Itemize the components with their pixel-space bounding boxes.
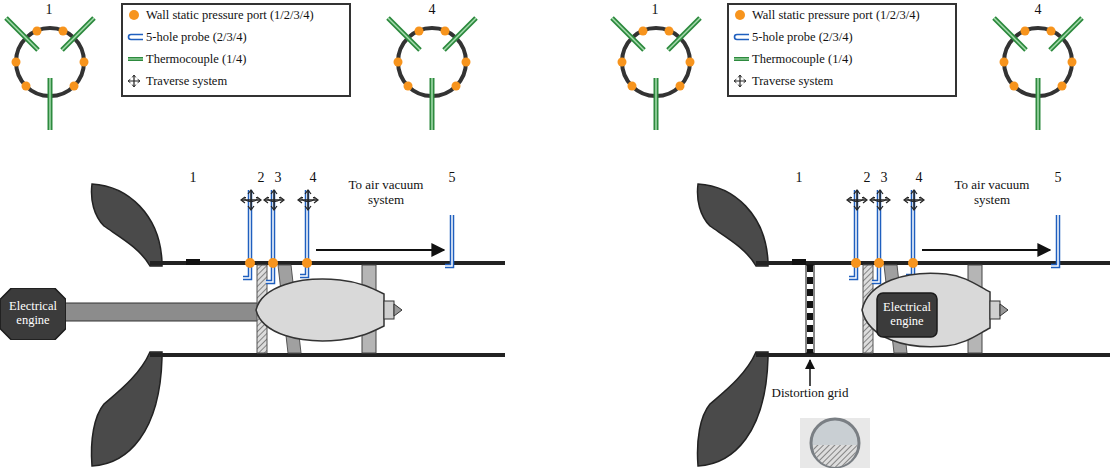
legend-entry: Thermocouple (1/4) — [124, 50, 246, 68]
station-number: 3 — [268, 170, 288, 186]
station-number: 4 — [909, 170, 929, 186]
traverse-cross — [735, 76, 746, 87]
nacelle-tip — [394, 304, 402, 316]
engine-label: Electrical engine — [0, 300, 66, 328]
thermocouple-core — [128, 58, 143, 59]
probe-symbol — [735, 35, 750, 40]
legend-icon — [124, 9, 144, 21]
legend-symbol — [730, 75, 750, 87]
test-rig-distorted — [612, 4, 1110, 468]
engine-shape — [0, 288, 66, 340]
station-number: 2 — [251, 170, 271, 186]
grid-photo — [800, 418, 870, 468]
legend-entry: Wall static pressure port (1/2/3/4) — [730, 6, 920, 24]
legend-text: Thermocouple (1/4) — [146, 52, 246, 67]
engine-text-holder: Electrical engine — [876, 292, 938, 338]
engine-box: Electrical engine — [876, 292, 938, 338]
annotation: To air vacuum system — [940, 178, 1044, 208]
grid-photo-ring — [811, 419, 859, 467]
legend-symbol — [730, 31, 750, 43]
engine-box: Electrical engine — [0, 288, 66, 340]
legend-entry: 5-hole probe (2/3/4) — [730, 28, 853, 46]
legend-icon — [730, 53, 750, 65]
legend-symbol — [124, 75, 144, 87]
traverse-symbol — [128, 75, 140, 87]
nacelle — [256, 279, 384, 341]
distortion-grid-bars — [807, 265, 813, 353]
engine-label: Electrical engine — [876, 301, 938, 329]
station-number: 1 — [789, 170, 809, 186]
traverse-symbol — [734, 75, 746, 87]
legend-icon — [730, 31, 750, 43]
station-number: 4 — [303, 170, 323, 186]
legend-swatch — [129, 10, 139, 20]
nacelle — [862, 273, 990, 347]
thermocouple-core — [734, 58, 749, 59]
station-number: 2 — [857, 170, 877, 186]
station-number: 1 — [645, 2, 665, 18]
test-rig — [612, 4, 1110, 466]
traverse-arrows — [734, 75, 746, 87]
legend-text: 5-hole probe (2/3/4) — [146, 30, 247, 45]
pointer-arrow — [809, 360, 811, 386]
test-rig — [6, 4, 505, 466]
legend-swatch — [735, 10, 745, 20]
legend-text: Traverse system — [146, 74, 227, 89]
nacelle-tail — [384, 301, 394, 319]
station-number: 1 — [183, 170, 203, 186]
legend-text: Wall static pressure port (1/2/3/4) — [146, 8, 314, 23]
engine-text-holder: Electrical engine — [0, 288, 66, 340]
nacelle-tip — [1000, 304, 1008, 316]
legend-icon — [730, 75, 750, 87]
annotation: Distortion grid — [768, 386, 852, 401]
station-number: 1 — [39, 2, 59, 18]
traverse-cross — [129, 76, 140, 87]
legend-entry: Wall static pressure port (1/2/3/4) — [124, 6, 314, 24]
station-number: 4 — [422, 2, 442, 18]
legend-icon — [124, 53, 144, 65]
legend-icon — [124, 75, 144, 87]
traverse-arrows — [128, 75, 140, 87]
legend-text: Thermocouple (1/4) — [752, 52, 852, 67]
legend-text: Traverse system — [752, 74, 833, 89]
grid-photo-mesh — [813, 445, 857, 467]
legend-text: Wall static pressure port (1/2/3/4) — [752, 8, 920, 23]
legend-symbol — [730, 53, 750, 65]
station-number: 5 — [442, 170, 462, 186]
nacelle-tail — [990, 301, 1000, 319]
engine-shape — [877, 293, 937, 337]
station-number: 3 — [874, 170, 894, 186]
legend-symbol — [124, 31, 144, 43]
annotation: To air vacuum system — [334, 178, 438, 208]
legend-entry: 5-hole probe (2/3/4) — [124, 28, 247, 46]
station-number: 4 — [1028, 2, 1048, 18]
legend-text: 5-hole probe (2/3/4) — [752, 30, 853, 45]
legend-entry: Thermocouple (1/4) — [730, 50, 852, 68]
probe-symbol — [129, 35, 144, 40]
legend-entry: Traverse system — [730, 72, 833, 90]
station-number: 5 — [1048, 170, 1068, 186]
thermocouple-symbol — [734, 57, 749, 61]
drive-shaft — [64, 303, 264, 321]
legend-icon — [730, 9, 750, 21]
legend-entry: Traverse system — [124, 72, 227, 90]
distortion-grid — [806, 265, 814, 353]
legend-icon — [124, 31, 144, 43]
legend-symbol — [124, 53, 144, 65]
thermocouple-symbol — [128, 57, 143, 61]
